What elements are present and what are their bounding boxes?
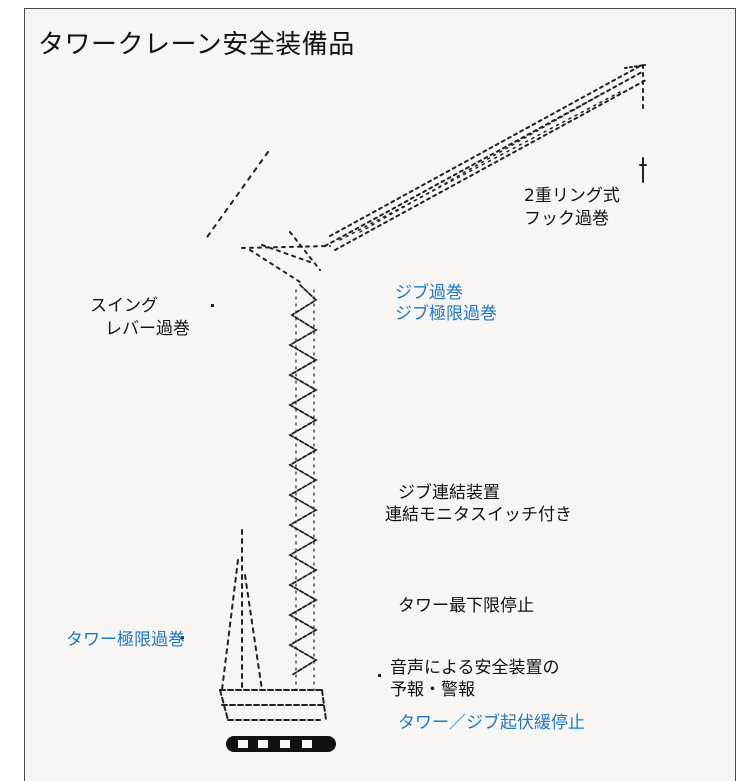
tower-head <box>241 231 331 283</box>
marker-dot <box>211 304 214 307</box>
label-tower-lowest-stop: タワー最下限停止 <box>398 596 534 616</box>
label-hook-overwind-line1: 2重リング式 <box>524 186 620 206</box>
strut <box>204 151 269 241</box>
label-jib-coupling-line1: ジブ連結装置 <box>398 483 500 503</box>
label-tower-limit-overwind: タワー極限過巻 <box>66 630 185 650</box>
label-swing-lever-line2: レバー過巻 <box>105 319 190 339</box>
label-hook-overwind-line2: フック過巻 <box>524 209 609 229</box>
diagram-title: タワークレーン安全装備品 <box>38 30 355 60</box>
diagram-panel <box>24 8 736 781</box>
jib <box>324 65 647 251</box>
hook-line <box>639 157 647 183</box>
label-voice-warning-line1: 音声による安全装置の <box>390 658 560 678</box>
label-voice-warning-line2: 予報・警報 <box>390 680 475 700</box>
label-jib-overwind-line1: ジブ過巻 <box>395 283 463 303</box>
label-swing-lever-line1: スイング <box>90 296 158 316</box>
tower-lattice <box>288 284 318 676</box>
rear-mast <box>221 529 263 691</box>
crawler-tracks <box>226 736 336 752</box>
label-jib-coupling-line2: 連結モニタスイッチ付き <box>385 505 572 525</box>
crane-body <box>219 689 327 721</box>
marker-dot <box>378 674 381 677</box>
label-luffing-slow-stop: タワー／ジブ起伏緩停止 <box>398 713 585 733</box>
jib-tip <box>624 64 646 111</box>
marker-dot <box>181 636 184 639</box>
label-jib-overwind-line2: ジブ極限過巻 <box>395 304 497 324</box>
